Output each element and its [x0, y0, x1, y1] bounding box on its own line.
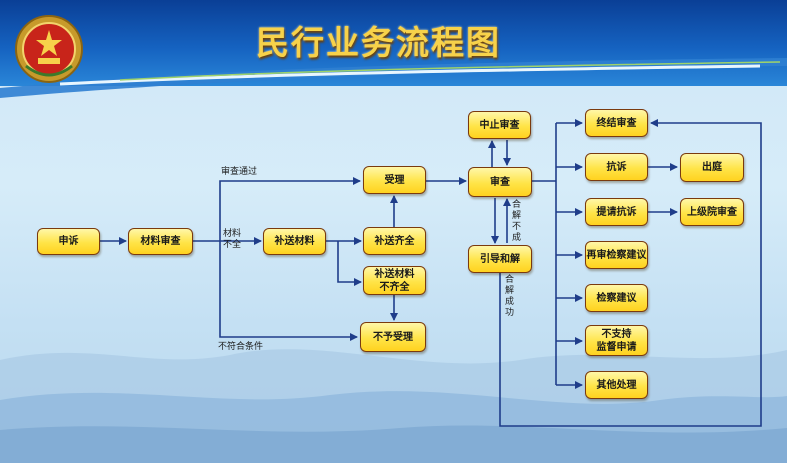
label-hejie-buchen: 合解不成: [512, 200, 522, 243]
label-shencha-tongguo: 审查通过: [221, 167, 258, 177]
node-chuting: 出庭: [680, 153, 744, 182]
header-swoosh: [0, 58, 787, 98]
procuratorate-emblem-icon: [15, 15, 83, 83]
node-cailiao-shencha: 材料审查: [128, 228, 193, 255]
node-shencha: 审查: [468, 167, 532, 197]
label-cailiao-buquan: 材料 不全: [223, 229, 242, 250]
node-busong-qiquan: 补送齐全: [363, 227, 426, 255]
page-title: 民行业务流程图: [256, 23, 501, 62]
node-tiqing-kangsu: 提请抗诉: [585, 198, 648, 226]
node-busong-cailiao: 补送材料: [263, 228, 326, 255]
node-buzhichi: 不支持 监督申请: [585, 325, 648, 356]
node-zhongjie-shencha: 终结审查: [585, 109, 648, 137]
node-qita-chuli: 其他处理: [585, 371, 648, 399]
node-yindao-hejie: 引导和解: [468, 245, 532, 273]
node-zhongzhi-shencha: 中止审查: [468, 111, 531, 139]
node-shensu: 申诉: [37, 228, 100, 255]
node-buyu-shouli: 不予受理: [360, 322, 426, 352]
node-busong-buqiquan: 补送材料 不齐全: [363, 266, 426, 295]
node-zaishen-jianyi: 再审检察建议: [585, 241, 648, 269]
node-jiancha-jianyi: 检察建议: [585, 284, 648, 312]
label-bufuhe-tiaojian: 不符合条件: [218, 342, 264, 352]
node-kangsu: 抗诉: [585, 153, 648, 181]
label-hejie-chenggong: 合解成功: [505, 275, 515, 318]
node-shouli: 受理: [363, 166, 426, 194]
node-shangjiyuan-shencha: 上级院审查: [680, 198, 744, 226]
